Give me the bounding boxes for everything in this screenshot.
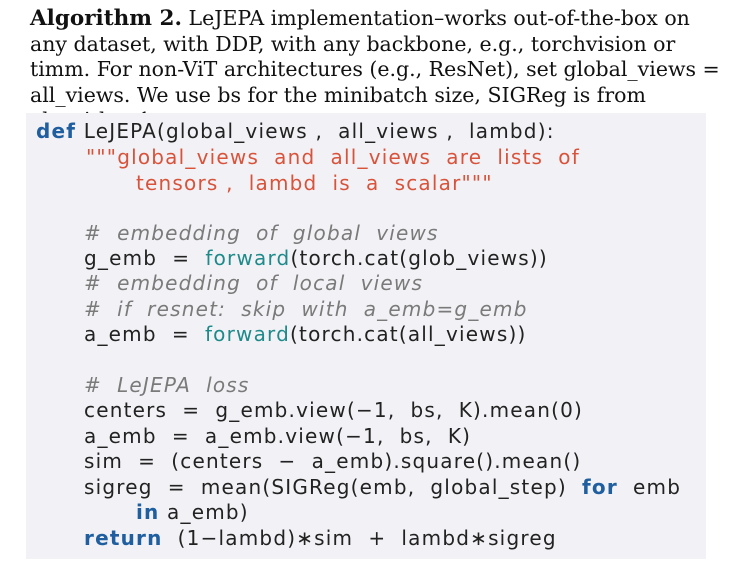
keyword-return: return: [84, 526, 163, 550]
comment-loss: # LeJEPA loss: [84, 373, 250, 397]
code-line-sigreg: sigreg = mean(SIGReg(emb, global_step) f…: [84, 475, 681, 499]
docstring-line-2: tensors , lambd is a scalar""": [136, 171, 493, 195]
keyword-def: def: [36, 119, 77, 143]
sigreg-assign: sigreg = mean(SIGReg(emb, global_step): [84, 475, 582, 499]
keyword-in: in: [136, 500, 160, 524]
caption-text: LeJEPA implementation–works out-of-the-b…: [30, 6, 720, 132]
code-line-a-emb: a_emb = forward(torch.cat(all_views)): [84, 322, 526, 346]
in-target: a_emb): [159, 500, 249, 524]
code-line-def: def LeJEPA(global_views , all_views , la…: [36, 119, 555, 143]
return-expression: (1−lambd)∗sim + lambd∗sigreg: [162, 526, 557, 550]
a-emb-assign: a_emb =: [84, 322, 205, 346]
g-emb-assign: g_emb =: [84, 246, 206, 270]
code-line-return: return (1−lambd)∗sim + lambd∗sigreg: [84, 526, 557, 550]
forward-call: forward: [204, 322, 291, 346]
code-line-a-emb-view: a_emb = a_emb.view(−1, bs, K): [84, 424, 472, 448]
code-line-in: in a_emb): [136, 500, 249, 524]
forward-call: forward: [205, 246, 291, 270]
g-emb-args: (torch.cat(glob_views)): [290, 246, 548, 270]
code-line-centers: centers = g_emb.view(−1, bs, K).mean(0): [84, 398, 584, 422]
comment-resnet: # if resnet: skip with a_emb=g_emb: [84, 297, 528, 321]
caption-heading: Algorithm 2.: [30, 6, 182, 31]
def-signature: LeJEPA(global_views , all_views , lambd)…: [76, 119, 555, 143]
sigreg-emb: emb: [617, 475, 682, 499]
comment-global-views: # embedding of global views: [84, 221, 439, 245]
keyword-for: for: [582, 475, 618, 499]
code-line-sim: sim = (centers − a_emb).square().mean(): [84, 449, 582, 473]
algorithm-caption: Algorithm 2. LeJEPA implementation–works…: [30, 6, 720, 134]
code-block: def LeJEPA(global_views , all_views , la…: [26, 113, 706, 559]
code-line-g-emb: g_emb = forward(torch.cat(glob_views)): [84, 246, 548, 270]
docstring-line-1: """global_views and all_views are lists …: [86, 145, 580, 169]
comment-local-views: # embedding of local views: [84, 271, 424, 295]
a-emb-args: (torch.cat(all_views)): [290, 322, 527, 346]
